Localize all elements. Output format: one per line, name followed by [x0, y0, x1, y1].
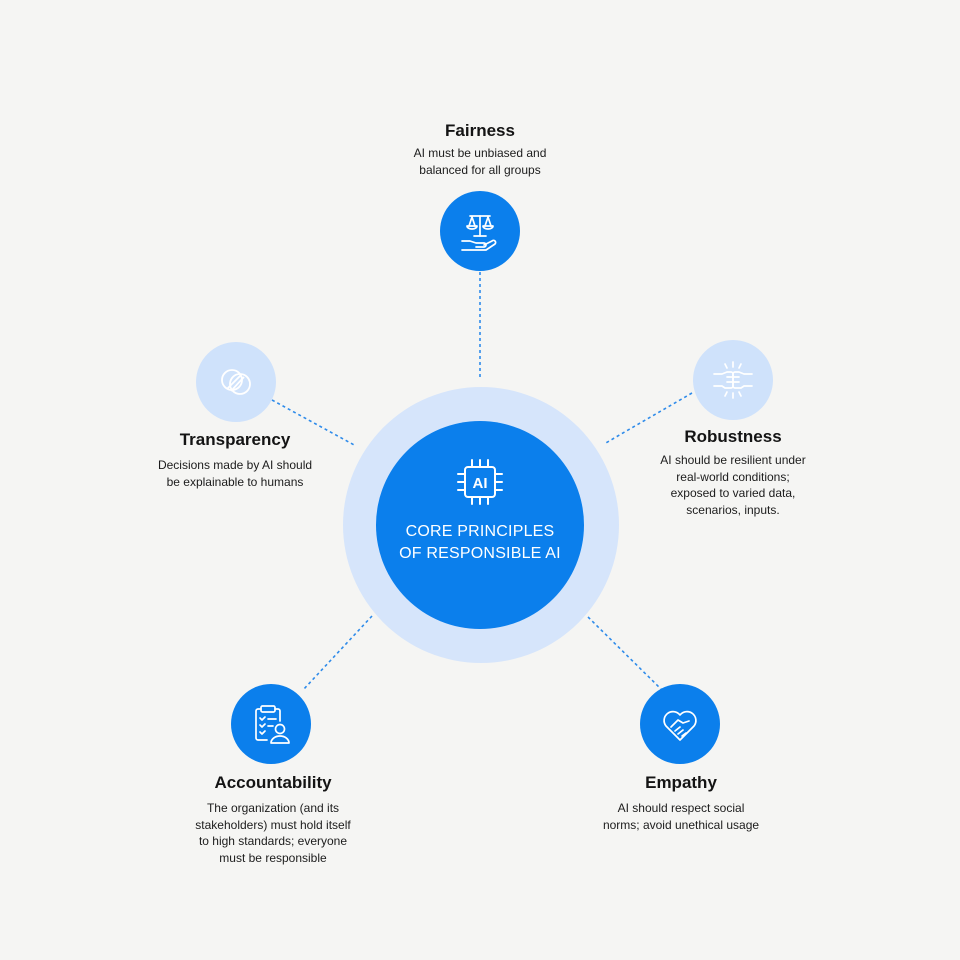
hub-title-line-1: CORE PRINCIPLES — [405, 523, 555, 540]
fairness-title: Fairness — [445, 121, 515, 140]
accountability-title: Accountability — [214, 773, 332, 792]
heart-handshake-icon — [663, 710, 697, 741]
transparency-title: Transparency — [179, 430, 291, 449]
fist-bump-icon — [713, 361, 753, 399]
empathy-title: Empathy — [645, 773, 717, 792]
accountability-desc: The organization (and its stakeholders) … — [195, 801, 351, 865]
transparency-desc: Decisions made by AI should be explainab… — [157, 458, 313, 489]
connector-accountability — [302, 615, 373, 691]
connector-robustness — [603, 392, 693, 445]
empathy-node — [640, 684, 720, 764]
overlapping-circles-icon — [221, 369, 251, 395]
connector-transparency — [271, 399, 357, 447]
fairness-desc: AI must be unbiased and balanced for all… — [413, 146, 547, 177]
robustness-title: Robustness — [684, 427, 782, 446]
ai-chip-label: AI — [473, 475, 488, 492]
hub-title-line-2: OF RESPONSIBLE AI — [399, 545, 561, 562]
accountability-node — [231, 684, 311, 764]
robustness-node — [693, 340, 773, 420]
ai-chip-icon: AI — [457, 459, 503, 505]
robustness-desc: AI should be resilient under real-world … — [660, 453, 806, 517]
hub-core: AI CORE PRINCIPLES OF RESPONSIBLE AI — [376, 421, 584, 629]
clipboard-person-icon — [255, 705, 290, 744]
fairness-node — [440, 191, 520, 271]
transparency-node — [196, 342, 276, 422]
empathy-desc: AI should respect social norms; avoid un… — [602, 801, 760, 832]
scales-hand-icon — [461, 215, 497, 251]
connector-empathy — [587, 616, 663, 691]
hub-title: CORE PRINCIPLES OF RESPONSIBLE AI — [376, 521, 584, 565]
